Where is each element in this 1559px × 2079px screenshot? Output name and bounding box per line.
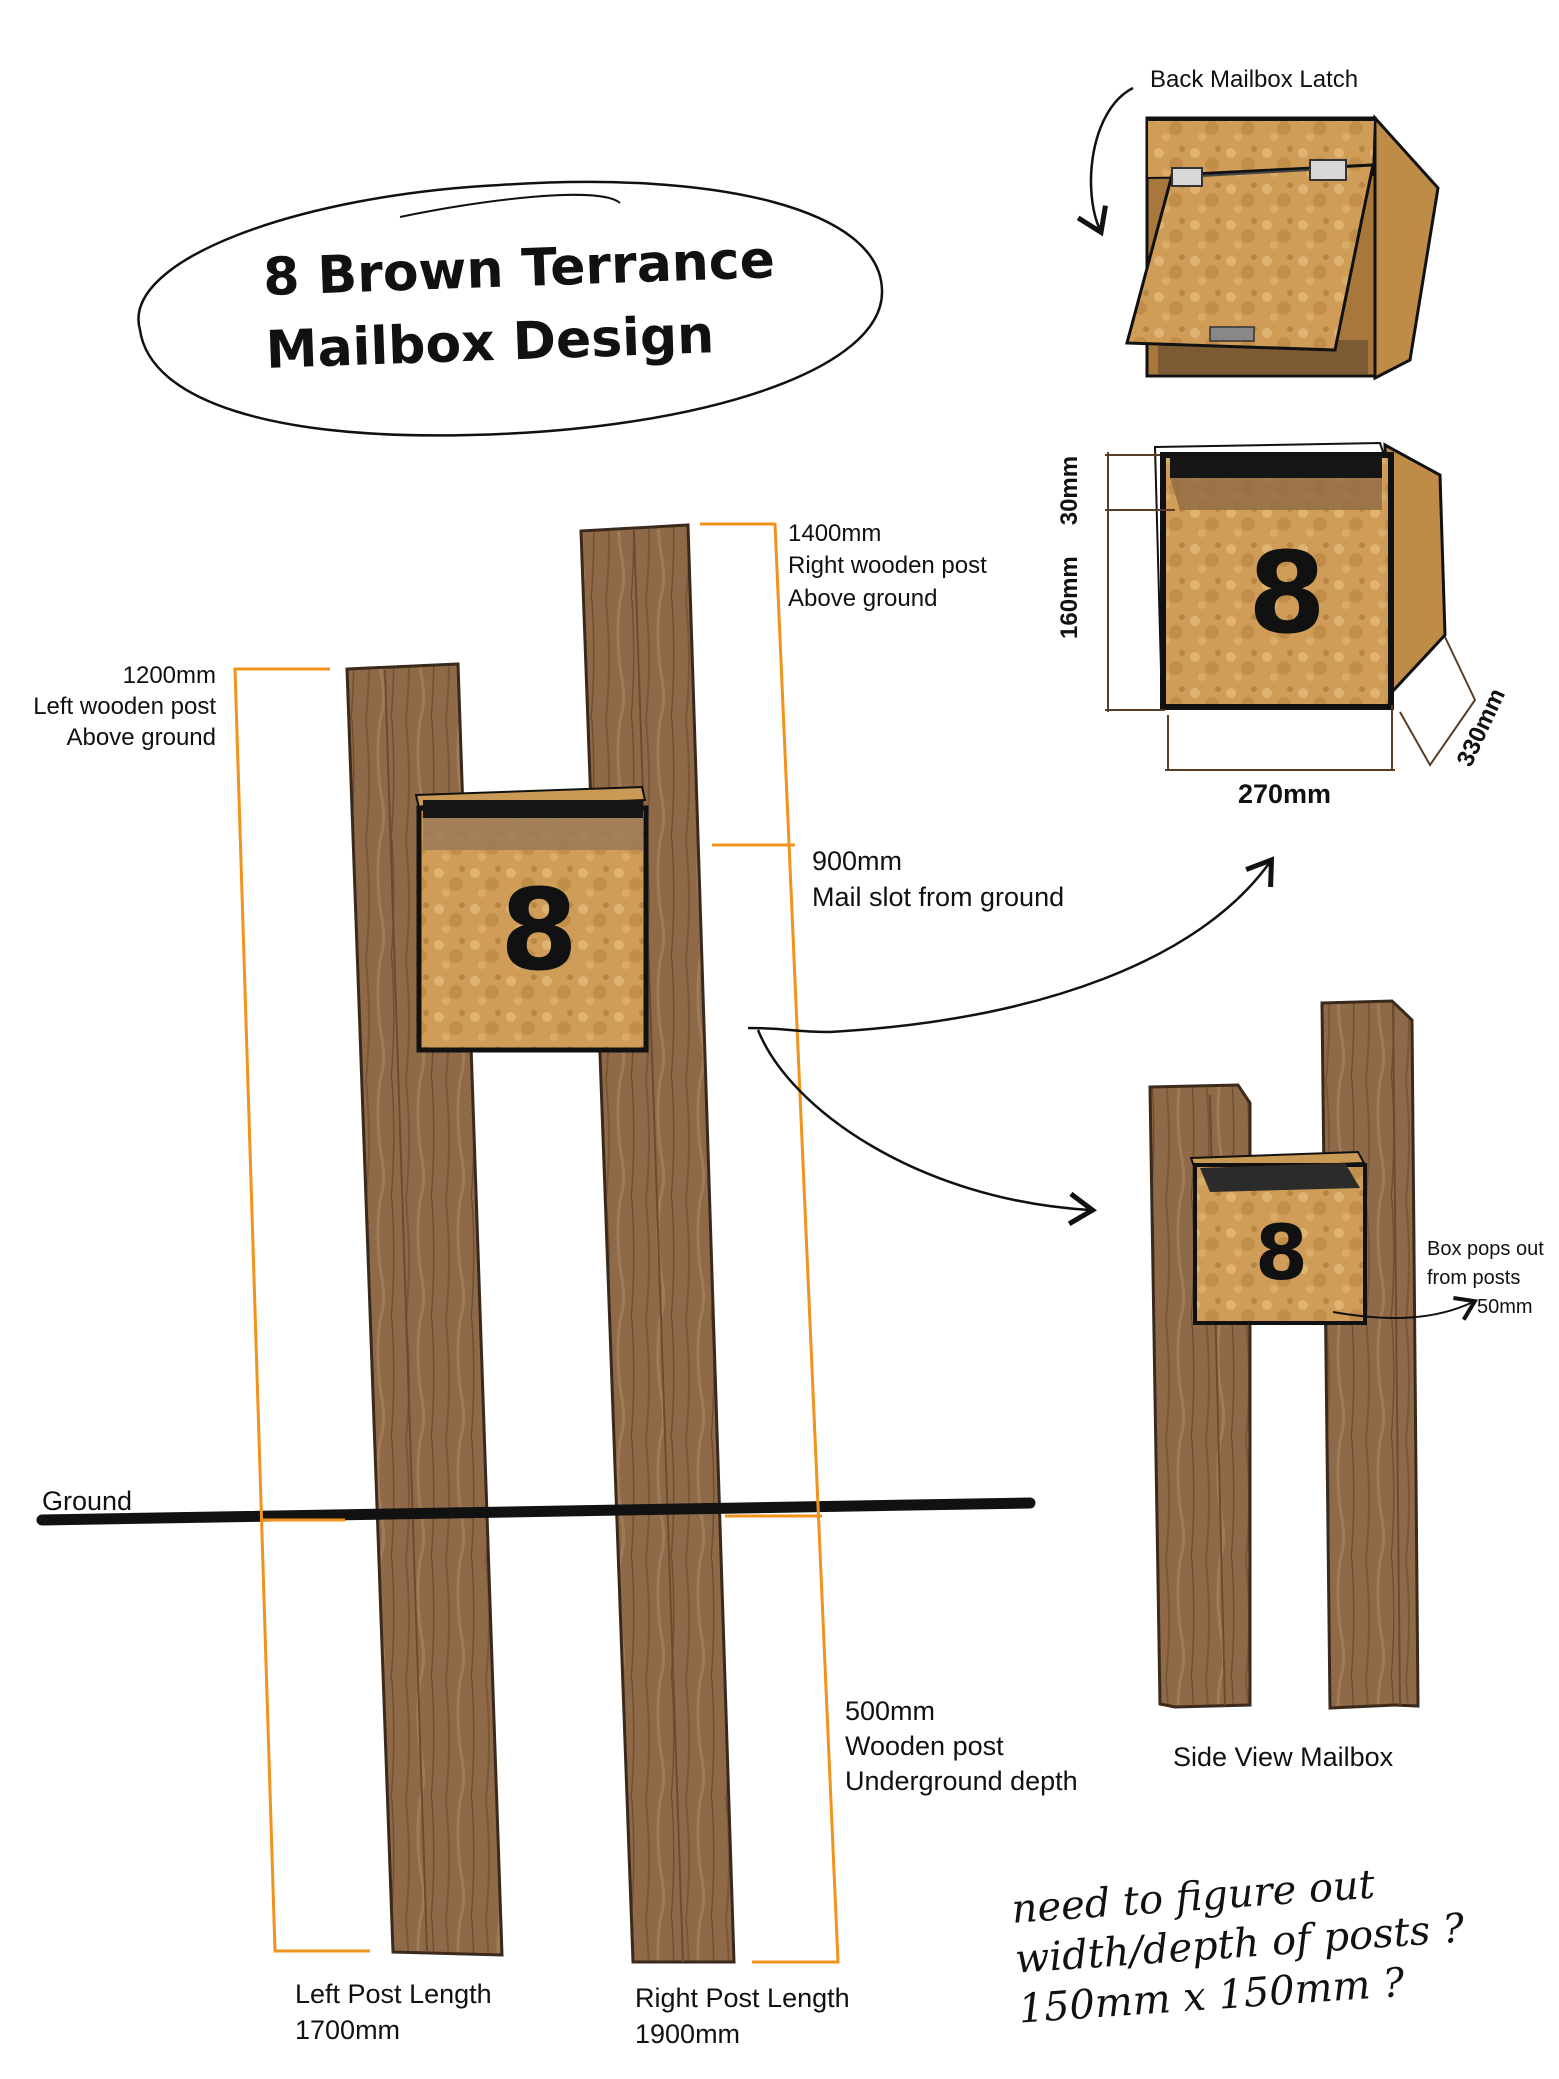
left-post-above-label: 1200mm Left wooden post Above ground xyxy=(20,660,216,754)
right-post-above-note: Above ground xyxy=(788,584,938,612)
dimension-lines xyxy=(233,522,840,1964)
front-detail-mailbox xyxy=(1153,441,1447,710)
side-view-right-post xyxy=(1320,999,1420,1710)
left-post-length-name: Left Post Length xyxy=(295,1979,492,2009)
ground-label: Ground xyxy=(42,1486,133,1516)
dim-160mm: 160mm xyxy=(1055,556,1083,639)
left-post-above-value: 1200mm xyxy=(122,662,216,689)
box-pops-out-line-2: from posts xyxy=(1427,1267,1521,1289)
underground-note: Underground depth xyxy=(845,1766,1078,1797)
right-post-length-label: Right Post Length 1900mm xyxy=(635,1980,850,2053)
handwritten-note: need to figure out width/depth of posts … xyxy=(1010,1854,1469,2035)
arrow-to-front-view xyxy=(747,856,1275,1034)
right-post xyxy=(579,523,736,1964)
title-ellipse xyxy=(137,180,884,437)
underground-label: 500mm Wooden post Underground depth xyxy=(845,1694,1078,1799)
side-view-number: 8 xyxy=(1255,1208,1308,1297)
box-pops-out-value: 50mm xyxy=(1477,1296,1533,1318)
detail-dimension-lines xyxy=(1105,452,1477,771)
latch-arrow xyxy=(1076,86,1134,237)
mail-slot-label: 900mm Mail slot from ground xyxy=(812,843,1064,916)
arrow-to-side-view xyxy=(756,1029,1097,1226)
right-post-above-value: 1400mm xyxy=(788,520,882,547)
pop-out-arrow xyxy=(1332,1296,1479,1321)
front-detail-number: 8 xyxy=(1248,529,1326,659)
underground-name: Wooden post xyxy=(845,1731,1004,1762)
back-latch-label: Back Mailbox Latch xyxy=(1150,66,1359,93)
right-post-above-label: 1400mm Right wooden post Above ground xyxy=(788,518,987,615)
left-post-length-value: 1700mm xyxy=(295,2015,401,2046)
right-post-length-name: Right Post Length xyxy=(635,1983,850,2013)
ground-line xyxy=(36,1497,1036,1526)
left-post-above-note: Above ground xyxy=(66,724,216,752)
right-post-length-value: 1900mm xyxy=(635,2019,741,2050)
underground-value: 500mm xyxy=(845,1696,936,1726)
dim-30mm: 30mm xyxy=(1056,455,1084,526)
left-post-above-name: Left wooden post xyxy=(33,693,216,721)
side-view-label: Side View Mailbox xyxy=(1173,1742,1394,1772)
back-view-mailbox xyxy=(1125,114,1440,381)
page-title: 8 Brown Terrance Mailbox Design xyxy=(262,224,779,387)
box-pops-out-label: Box pops out from posts 50mm xyxy=(1427,1235,1544,1322)
front-mailbox-number: 8 xyxy=(500,866,578,996)
mail-slot-note: Mail slot from ground xyxy=(812,882,1065,913)
side-view-mailbox xyxy=(1189,1150,1367,1325)
dim-270mm: 270mm xyxy=(1238,779,1332,809)
front-mailbox xyxy=(414,785,649,1053)
box-pops-out-line-1: Box pops out xyxy=(1427,1238,1544,1260)
mail-slot-value: 900mm xyxy=(812,846,903,876)
right-post-above-name: Right wooden post xyxy=(788,552,987,580)
left-post-length-label: Left Post Length 1700mm xyxy=(295,1976,492,2049)
